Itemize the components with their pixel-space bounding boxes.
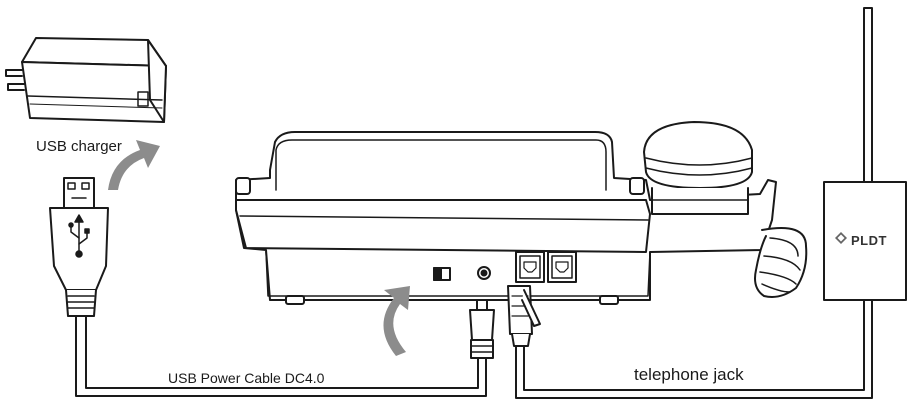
power-cable-label: USB Power Cable DC4.0 bbox=[168, 370, 324, 386]
telephone-handset bbox=[644, 122, 752, 214]
usb-charger-label: USB charger bbox=[36, 138, 122, 155]
usb-charger-adapter bbox=[6, 38, 166, 122]
telephone-jack-label: telephone jack bbox=[634, 365, 744, 385]
wall-box-logo-text: PLDT bbox=[851, 233, 887, 248]
